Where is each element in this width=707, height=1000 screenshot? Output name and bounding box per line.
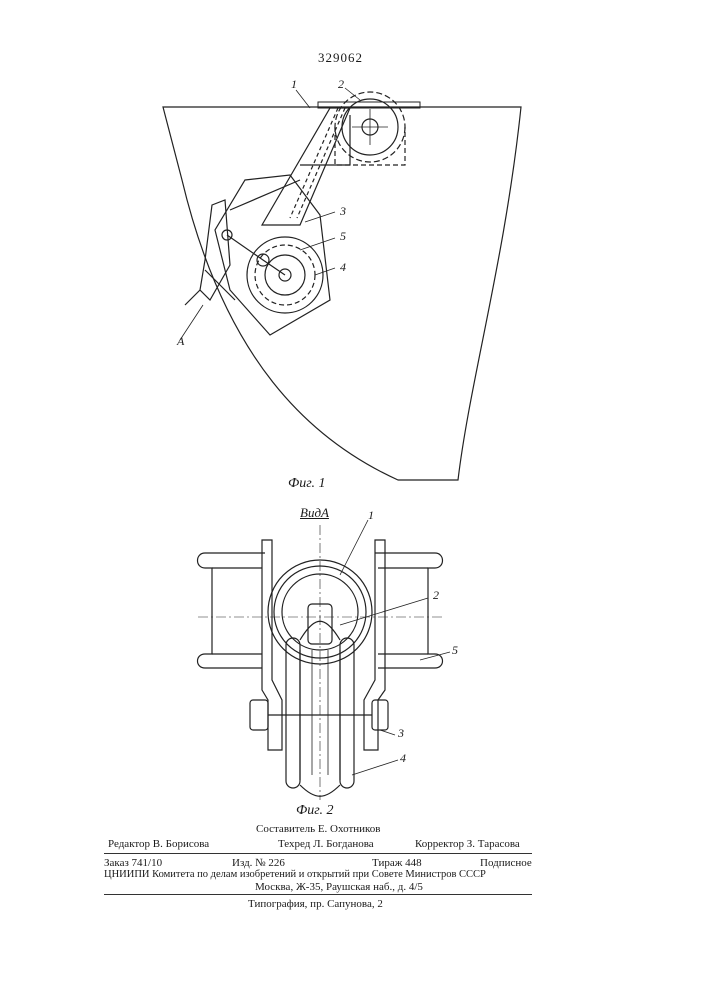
imprint-compiler: Составитель Е. Охотников <box>256 823 381 835</box>
fig2-caption: Фиг. 2 <box>296 803 334 819</box>
fig1-caption: Фиг. 1 <box>288 476 326 492</box>
imprint-address: Москва, Ж-35, Раушская наб., д. 4/5 <box>255 881 423 893</box>
fig1-label-4: 4 <box>340 260 346 275</box>
fig2-label-5: 5 <box>452 643 458 658</box>
figure-1-drawing <box>163 88 521 480</box>
fig1-label-5: 5 <box>340 229 346 244</box>
spool-left <box>198 553 266 668</box>
imprint-corrector: Корректор З. Тарасова <box>415 838 520 850</box>
fig1-label-3: 3 <box>340 204 346 219</box>
fig1-label-2: 2 <box>338 77 344 92</box>
imprint-subscription: Подписное <box>480 857 532 869</box>
side-plate-left <box>262 540 282 750</box>
imprint-editor: Редактор В. Борисова <box>108 838 209 850</box>
imprint-divider <box>104 853 532 854</box>
imprint-committee: ЦНИИПИ Комитета по делам изобретений и о… <box>104 869 486 881</box>
imprint-circulation: Тираж 448 <box>372 857 422 869</box>
imprint-printer: Типография, пр. Сапунова, 2 <box>248 898 383 910</box>
fig2-label-4: 4 <box>400 751 406 766</box>
hook <box>200 200 230 300</box>
fig1-label-1: 1 <box>291 77 297 92</box>
fig2-label-2: 2 <box>433 588 439 603</box>
roller-sheave-left <box>286 638 300 788</box>
imprint-order: Заказ 741/10 <box>104 857 162 869</box>
fig2-label-1: 1 <box>368 508 374 523</box>
fig2-view-title: ВидА <box>300 505 329 521</box>
imprint-tech-editor: Техред Л. Богданова <box>278 838 374 850</box>
fig2-label-3: 3 <box>398 726 404 741</box>
arm-lever <box>262 108 350 225</box>
fig1-label-a: A <box>177 334 184 349</box>
side-plate-right <box>364 540 385 750</box>
imprint-edition: Изд. № 226 <box>232 857 285 869</box>
figure-2-drawing <box>198 520 451 800</box>
imprint-divider-bottom <box>104 894 532 895</box>
roller-sheave-right <box>340 638 354 788</box>
bucket-outline <box>163 107 521 480</box>
